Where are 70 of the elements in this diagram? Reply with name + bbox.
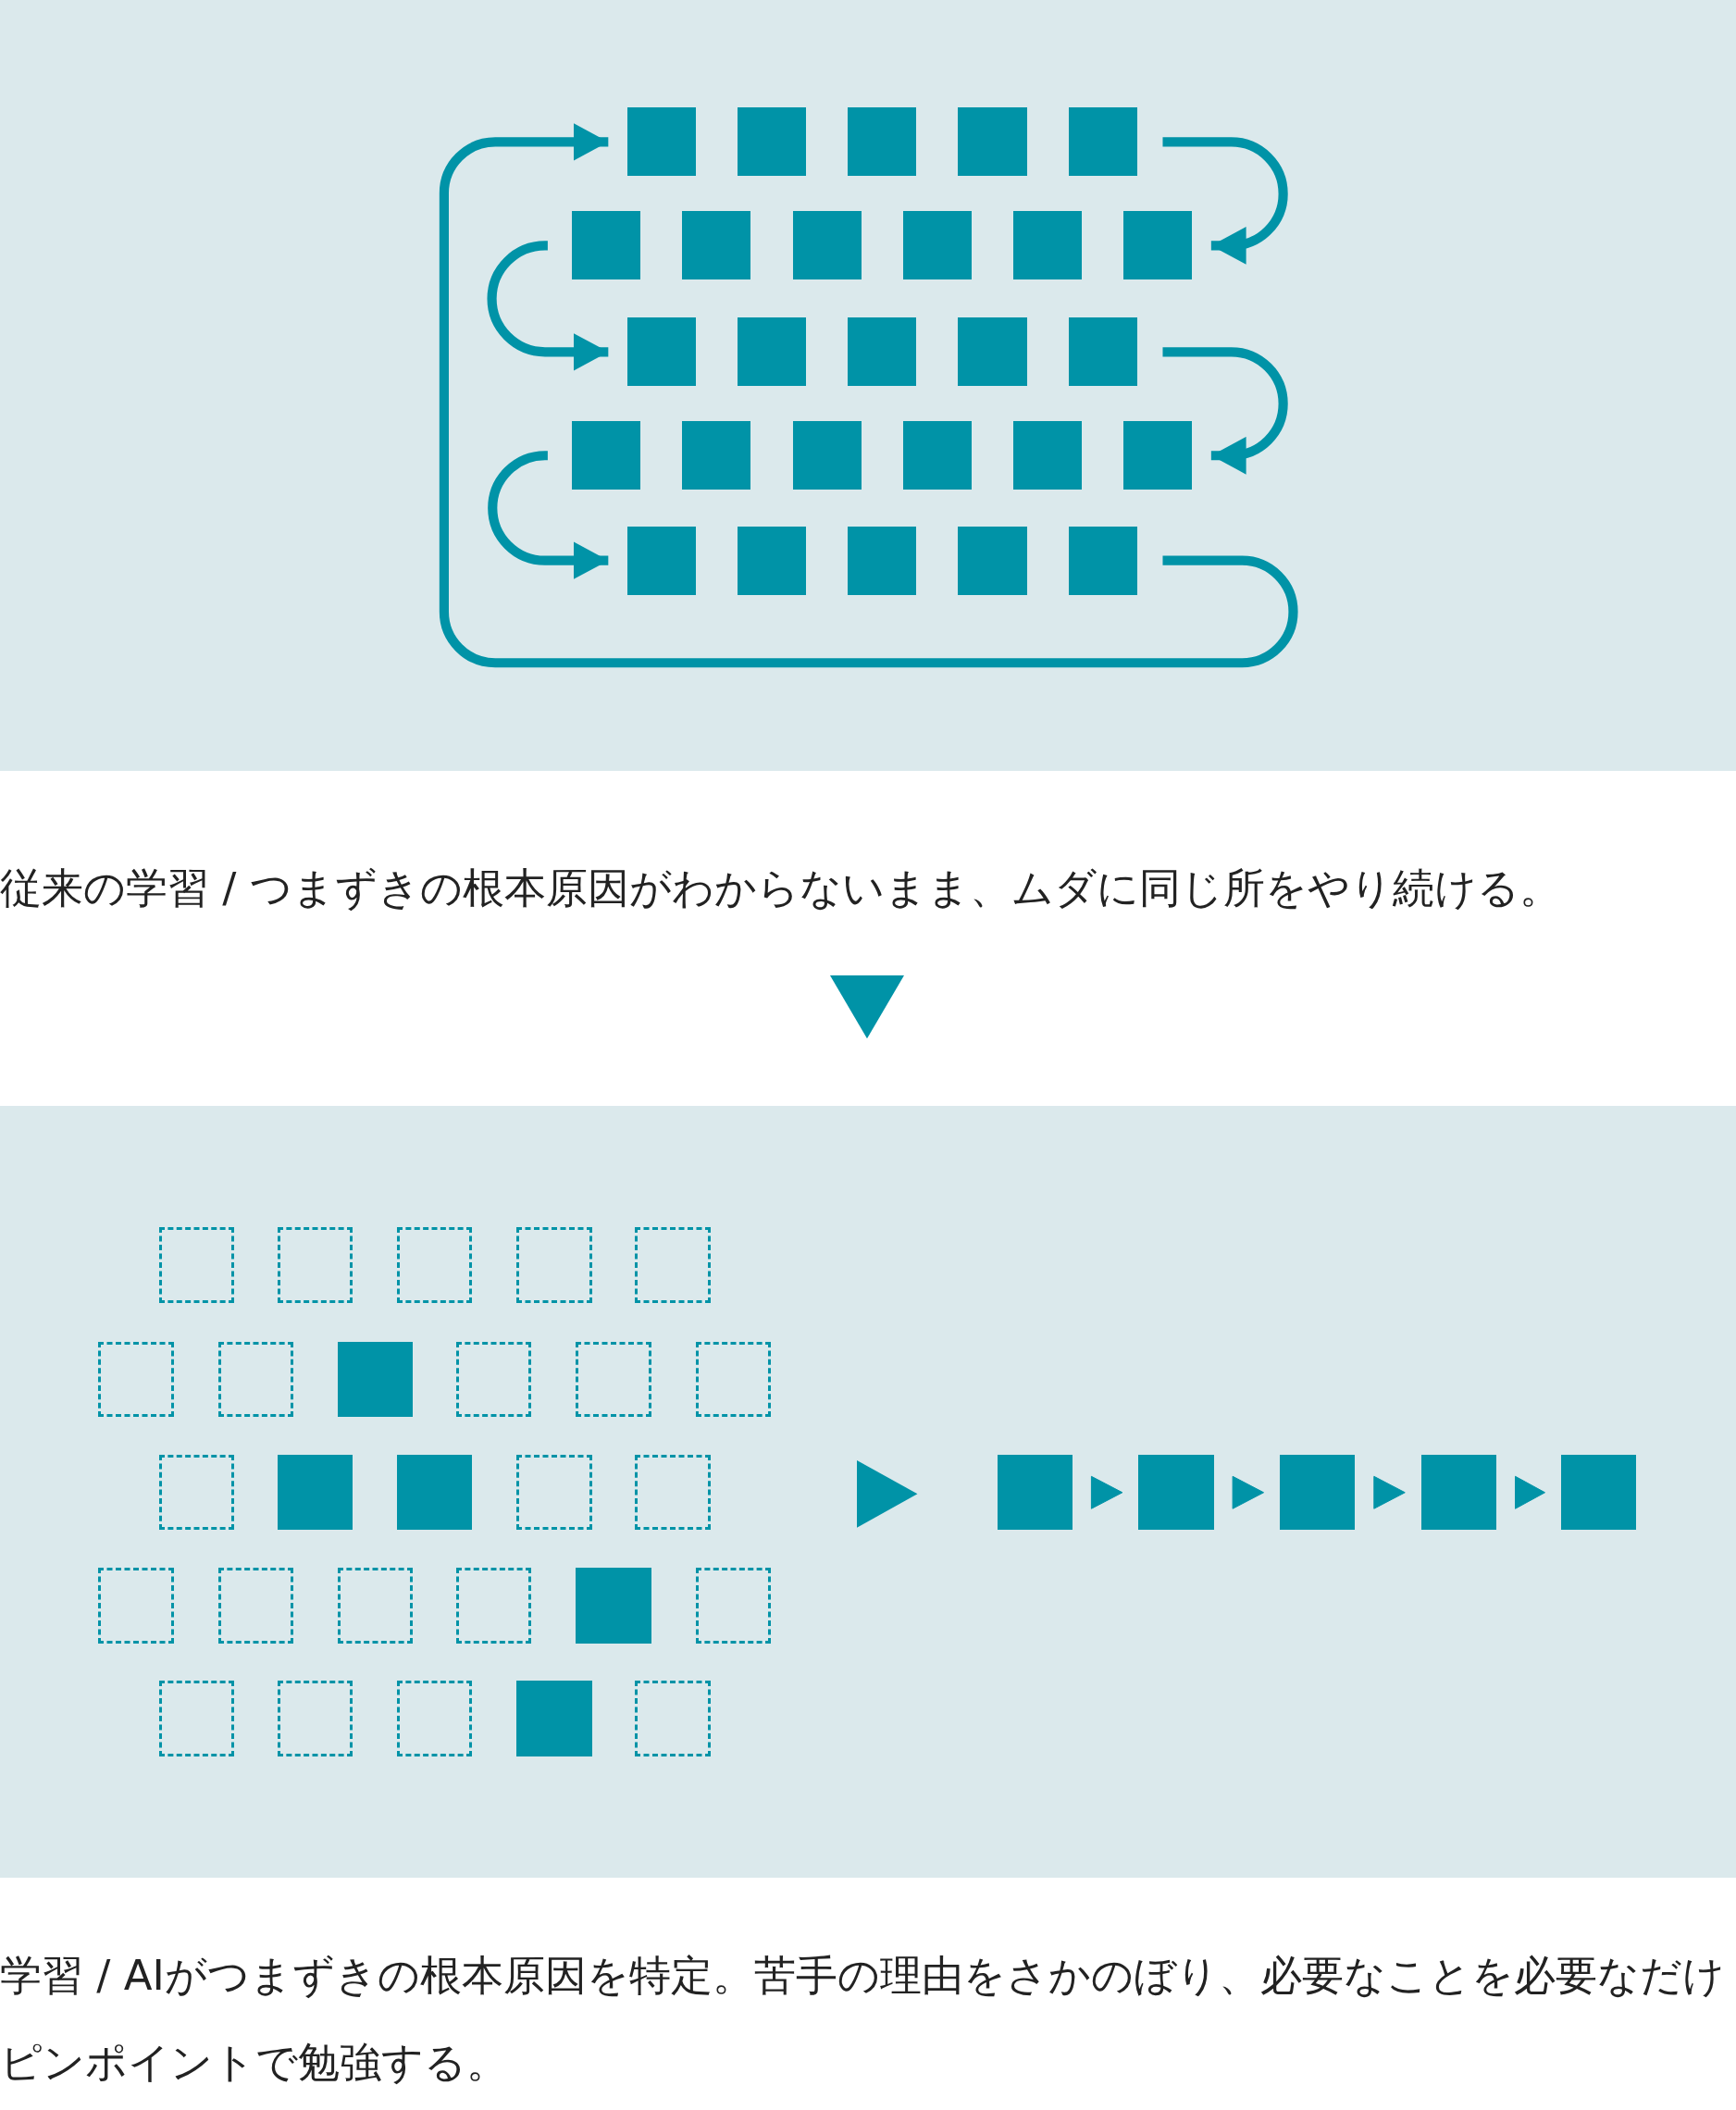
square <box>277 1455 353 1531</box>
square <box>1560 1455 1637 1531</box>
square <box>1123 421 1193 490</box>
dashed-square <box>98 1341 174 1418</box>
dashed-square <box>277 1227 353 1303</box>
square <box>792 421 862 490</box>
square <box>902 421 972 490</box>
square <box>1138 1455 1214 1531</box>
square <box>1013 421 1083 490</box>
dashed-square <box>158 1681 235 1756</box>
dashed-square <box>635 1455 711 1531</box>
square <box>682 211 751 280</box>
square <box>1068 107 1137 177</box>
square <box>1280 1455 1356 1531</box>
dashed-square <box>516 1227 592 1303</box>
square <box>626 107 696 177</box>
caption: 従来の学習 / つまずきの根本原因がわからないまま、ムダに同じ所をやり続ける。 <box>0 863 1562 915</box>
square <box>958 317 1027 387</box>
dashed-square <box>635 1681 711 1756</box>
square <box>397 1455 473 1531</box>
dashed-square <box>635 1227 711 1303</box>
dashed-square <box>217 1568 293 1644</box>
dashed-square <box>158 1227 235 1303</box>
dashed-square <box>338 1568 414 1644</box>
right-triangle <box>857 1459 918 1528</box>
square <box>997 1455 1073 1531</box>
square <box>848 526 917 595</box>
dashed-square <box>456 1341 532 1418</box>
square <box>576 1568 651 1644</box>
dashed-square <box>397 1681 473 1756</box>
square <box>737 107 807 177</box>
square <box>1123 211 1193 280</box>
arrow <box>439 123 1298 668</box>
dashed-square <box>217 1341 293 1418</box>
dashed-square <box>695 1341 772 1418</box>
square <box>626 317 696 387</box>
down-triangle <box>830 975 905 1039</box>
square <box>1420 1455 1497 1531</box>
dashed-square <box>158 1455 235 1531</box>
square <box>338 1341 414 1418</box>
square <box>572 421 641 490</box>
dashed-square <box>98 1568 174 1644</box>
square <box>848 107 917 177</box>
square <box>848 317 917 387</box>
caption: 学習 / AIがつまずきの根本原因を特定。苦手の理由をさかのぼり、必要なことを必要なだけピンポイントで勉強する。 <box>0 1950 1726 2089</box>
arrow <box>1090 1475 1123 1509</box>
square <box>626 526 696 595</box>
dashed-square <box>456 1568 532 1644</box>
arrow <box>1373 1475 1406 1509</box>
square <box>737 317 807 387</box>
square <box>792 211 862 280</box>
arrow <box>1515 1475 1545 1509</box>
square <box>1013 211 1083 280</box>
square <box>958 107 1027 177</box>
square <box>516 1681 592 1756</box>
arrow <box>1162 347 1288 475</box>
square <box>958 526 1027 595</box>
dashed-square <box>576 1341 651 1418</box>
square <box>572 211 641 280</box>
square <box>1068 526 1137 595</box>
square <box>902 211 972 280</box>
arrow <box>1162 137 1288 265</box>
dashed-square <box>695 1568 772 1644</box>
dashed-square <box>277 1681 353 1756</box>
square <box>737 526 807 595</box>
square <box>1068 317 1137 387</box>
arrow <box>1232 1475 1265 1509</box>
dashed-square <box>516 1455 592 1531</box>
dashed-square <box>397 1227 473 1303</box>
square <box>682 421 751 490</box>
